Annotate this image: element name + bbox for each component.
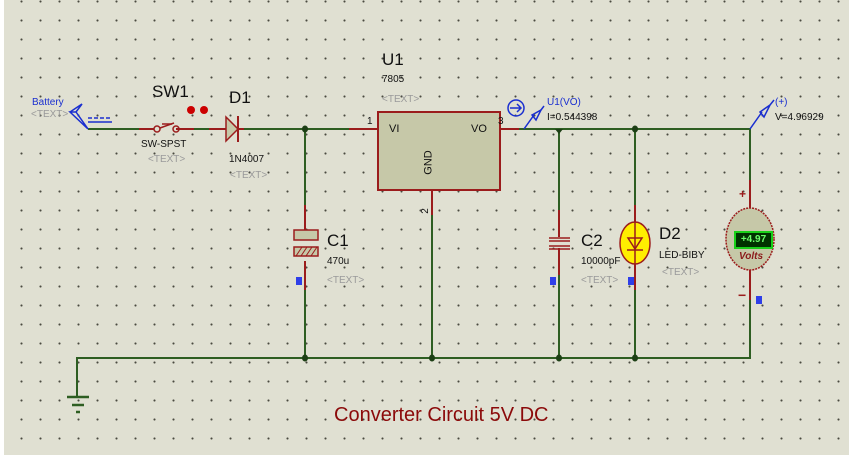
switch-toggle-on[interactable] (187, 106, 195, 114)
c2-value-label: 10000pF (581, 256, 621, 267)
ammeter-probe-label: U1(VO) (547, 97, 581, 108)
diode-d1-symbol[interactable] (225, 115, 240, 143)
junction-dot (632, 354, 638, 362)
u1-pin1-number: 1 (367, 116, 373, 127)
sw1-text-placeholder: <TEXT> (148, 154, 186, 165)
voltmeter-minus-label: − (738, 287, 747, 303)
junction-marker (555, 129, 563, 134)
c1-ref-label: C1 (327, 231, 349, 250)
battery-text-placeholder: <TEXT> (31, 109, 69, 120)
wire-ground-rail (76, 300, 751, 397)
schematic-drawing (67, 99, 775, 414)
switch-toggle-off[interactable] (200, 106, 208, 114)
pin-marker (296, 277, 302, 285)
voltmeter-unit-label: Volts (739, 251, 764, 262)
d1-ref-label: D1 (229, 88, 251, 107)
switch-sw1-symbol[interactable] (153, 122, 180, 133)
voltmeter-plus-label: + (739, 187, 747, 201)
battery-terminal-icon[interactable] (68, 103, 112, 130)
c2-text-placeholder: <TEXT> (581, 275, 619, 286)
current-probe-icon[interactable] (507, 99, 545, 130)
junction-dot (632, 125, 638, 133)
voltage-probe-reading: V=4.96929 (775, 112, 824, 123)
capacitor-c2-symbol[interactable] (549, 237, 570, 250)
schematic-title: Converter Circuit 5V DC (334, 404, 549, 426)
sw1-ref-label: SW1 (152, 82, 189, 101)
voltage-probe-label: (+) (775, 97, 788, 108)
sw1-value-label: SW-SPST (141, 139, 187, 150)
d1-text-placeholder: <TEXT> (230, 170, 268, 181)
u1-vi-pin-label: VI (389, 123, 400, 135)
junction-dot (556, 354, 562, 362)
voltage-probe-icon[interactable] (749, 99, 775, 130)
ground-icon (67, 395, 89, 414)
junction-dot (429, 354, 435, 362)
pin-marker (756, 296, 762, 304)
pin-marker (628, 277, 634, 285)
u1-gnd-pin-label: GND (422, 150, 435, 175)
d2-value-label: LED-BIBY (659, 250, 705, 261)
ammeter-probe-reading: I=0.544398 (547, 112, 598, 123)
d1-value-label: 1N4007 (229, 154, 265, 165)
u1-vo-pin-label: VO (471, 123, 487, 135)
c1-value-label: 470u (327, 256, 350, 267)
u1-text-placeholder: <TEXT> (382, 94, 420, 105)
d2-ref-label: D2 (659, 224, 681, 243)
regulator-u1-body[interactable] (377, 111, 501, 191)
u1-pin2-number: 2 (419, 208, 431, 214)
u1-pin3-number: 3 (498, 116, 504, 127)
pin-marker (550, 277, 556, 285)
switch-toggle-buttons[interactable] (187, 106, 208, 114)
junction-dot (302, 354, 308, 362)
led-d2-symbol[interactable] (619, 221, 651, 265)
u1-ref-label: U1 (382, 50, 404, 69)
voltmeter-display: +4.97 (734, 231, 773, 249)
schematic-canvas[interactable]: Battery <TEXT> SW1 SW-SPST <TEXT> D1 1N4… (4, 0, 849, 455)
d2-text-placeholder: <TEXT> (662, 267, 700, 278)
capacitor-c1-symbol[interactable] (293, 229, 319, 257)
u1-value-label: 7805 (382, 74, 405, 85)
c2-ref-label: C2 (581, 231, 603, 250)
junction-dot (302, 125, 308, 133)
battery-label: Battery (32, 97, 64, 108)
c1-text-placeholder: <TEXT> (327, 275, 365, 286)
